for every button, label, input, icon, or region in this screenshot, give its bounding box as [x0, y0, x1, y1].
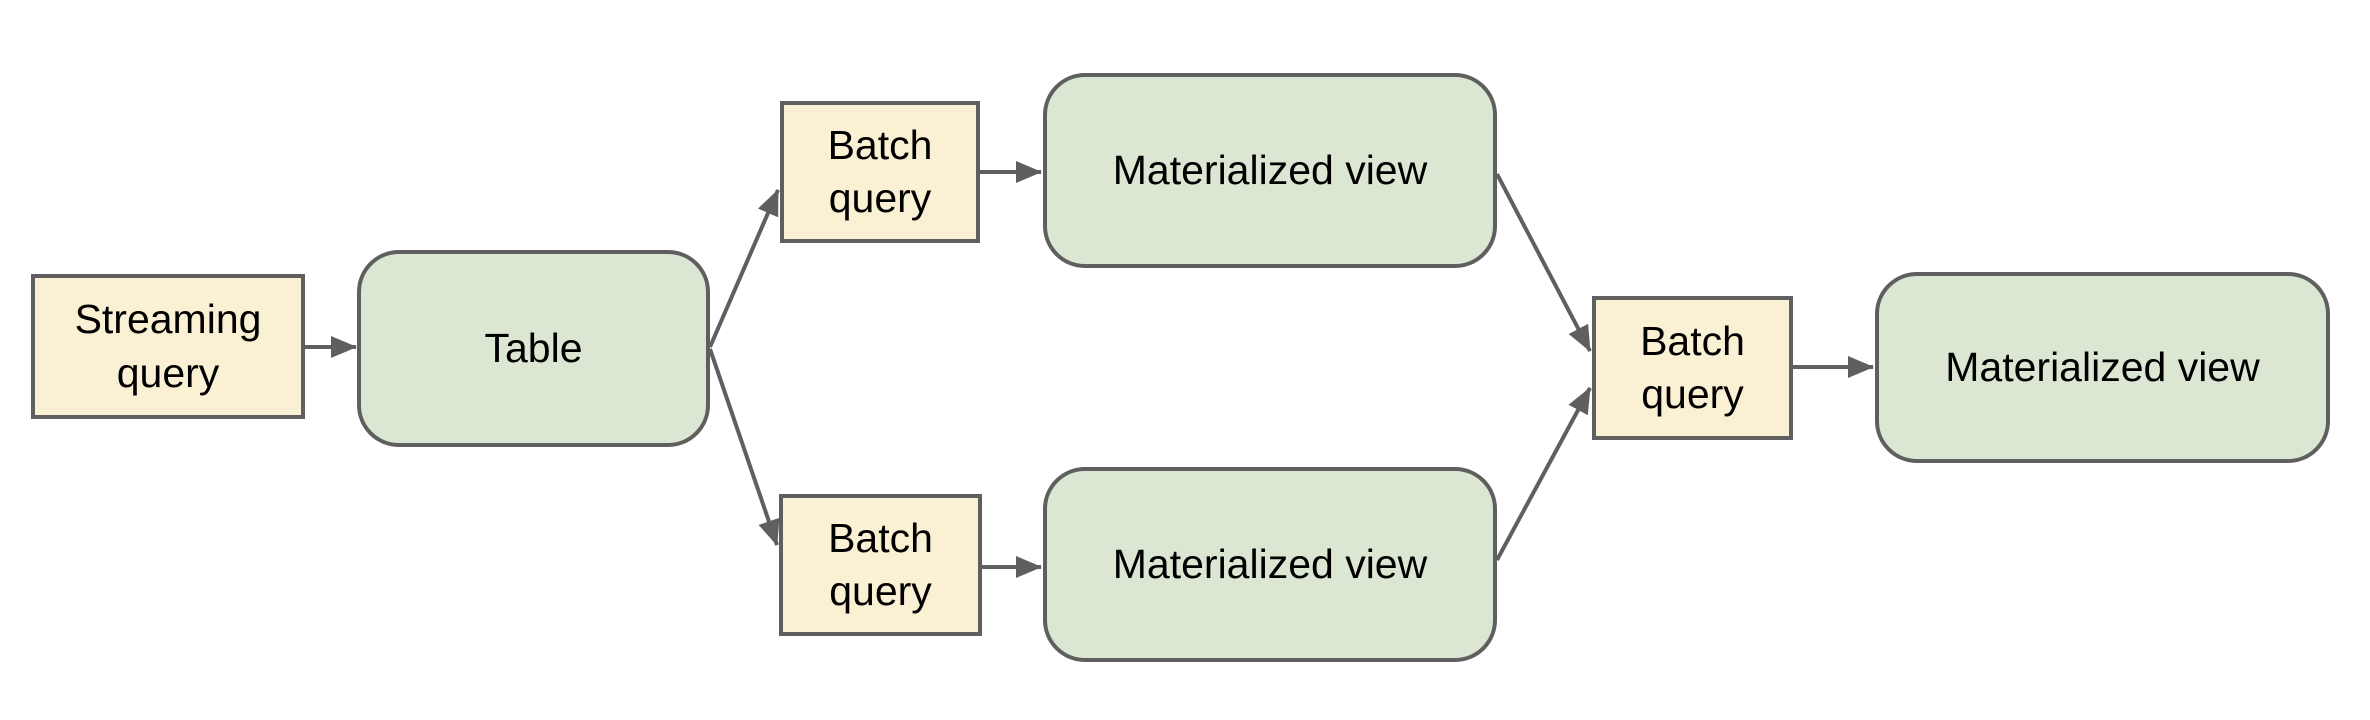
edge-table-to-batch-query-bottom [708, 348, 780, 546]
edge-mv-bottom-to-batch-query-final [1495, 387, 1592, 561]
node-label: Materialized view [1945, 343, 2260, 390]
node-label: Batch query [1640, 317, 1745, 417]
node-label: Table [484, 324, 583, 371]
node-batch-query-final: Batch query [1592, 296, 1793, 440]
edge-mv-top-to-batch-query-final [1495, 173, 1592, 352]
node-label: Batch query [828, 514, 933, 614]
node-label: Batch query [827, 121, 933, 221]
node-batch-query-bottom: Batch query [779, 494, 982, 636]
node-streaming-query: Streaming query [31, 274, 305, 419]
node-materialized-view-top: Materialized view [1043, 73, 1497, 268]
node-batch-query-top: Batch query [780, 101, 980, 243]
edge-table-to-batch-query-top [708, 189, 780, 348]
node-table: Table [357, 250, 710, 447]
node-label: Materialized view [1112, 146, 1428, 193]
node-label: Materialized view [1112, 540, 1428, 587]
node-label: Streaming query [74, 296, 262, 396]
node-materialized-view-final: Materialized view [1875, 272, 2330, 463]
node-materialized-view-bottom: Materialized view [1043, 467, 1497, 662]
